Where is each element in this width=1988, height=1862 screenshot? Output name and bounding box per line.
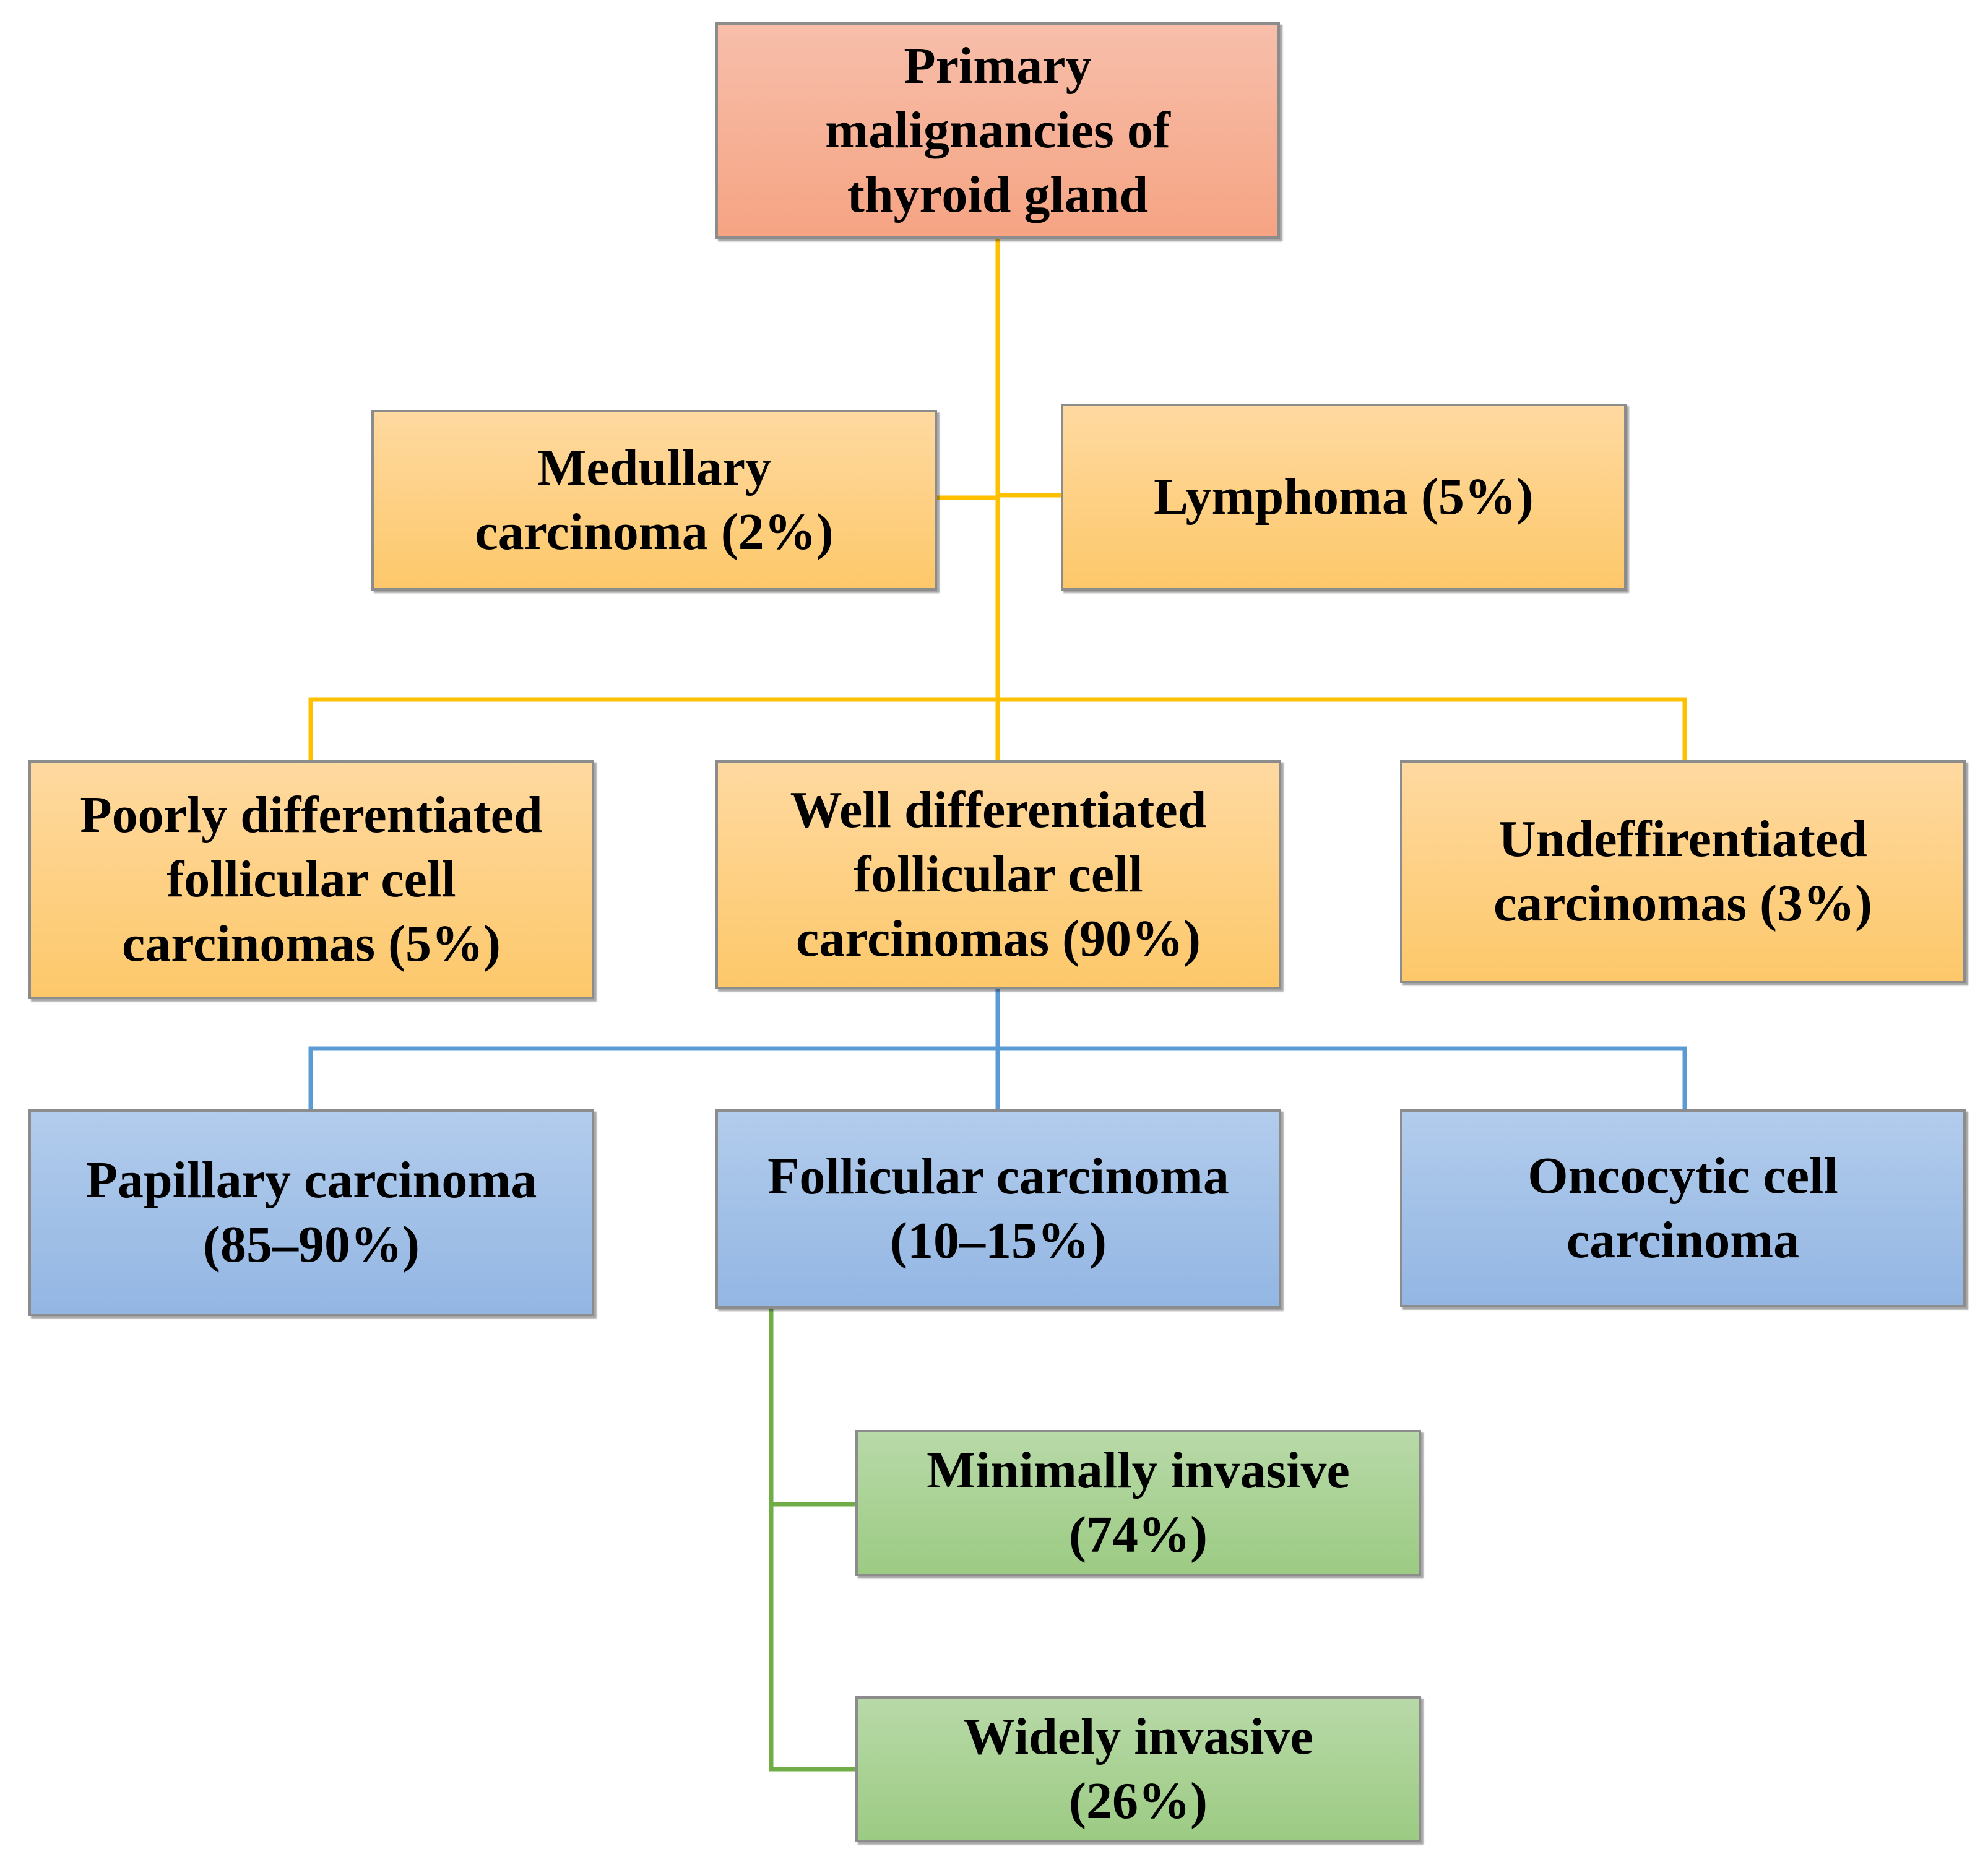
node-medullary-label: Medullary carcinoma (2%) [475,439,834,561]
connector-level3-bus [308,1046,1687,1111]
node-undifferentiated-label: Undeffirentiated carcinomas (3%) [1493,810,1872,932]
node-oncocytic: Oncocytic cell carcinoma [1400,1109,1966,1307]
node-follicular: Follicular carcinoma (10–15%) [715,1109,1281,1309]
connector-follicular-bracket [769,1307,857,1772]
node-widely-invasive: Widely invasive (26%) [855,1696,1421,1842]
node-papillary-label: Papillary carcinoma (85–90%) [85,1151,537,1273]
node-medullary: Medullary carcinoma (2%) [371,410,937,591]
node-widely-invasive-label: Widely invasive (26%) [963,1708,1313,1830]
node-undifferentiated: Undeffirentiated carcinomas (3%) [1400,760,1966,983]
node-well-differentiated-label: Well differentiated follicular cell carc… [790,781,1207,968]
node-lymphoma-label: Lymphoma (5%) [1154,468,1534,526]
node-follicular-label: Follicular carcinoma (10–15%) [767,1148,1229,1270]
node-poorly-differentiated: Poorly differentiated follicular cell ca… [28,760,594,999]
node-minimally-invasive: Minimally invasive (74%) [855,1430,1421,1576]
node-root: Primary malignancies of thyroid gland [715,22,1280,239]
node-poorly-differentiated-label: Poorly differentiated follicular cell ca… [80,786,543,972]
blue-connectors [308,988,1687,1111]
connector-level2-bus [308,697,1687,763]
node-well-differentiated: Well differentiated follicular cell carc… [715,760,1281,989]
yellow-connectors [308,238,1687,763]
node-root-label: Primary malignancies of thyroid gland [825,37,1170,223]
node-lymphoma: Lymphoma (5%) [1061,404,1627,591]
node-papillary: Papillary carcinoma (85–90%) [28,1109,594,1316]
node-minimally-invasive-label: Minimally invasive (74%) [927,1442,1350,1564]
green-connectors [769,1307,857,1772]
node-oncocytic-label: Oncocytic cell carcinoma [1528,1147,1838,1269]
